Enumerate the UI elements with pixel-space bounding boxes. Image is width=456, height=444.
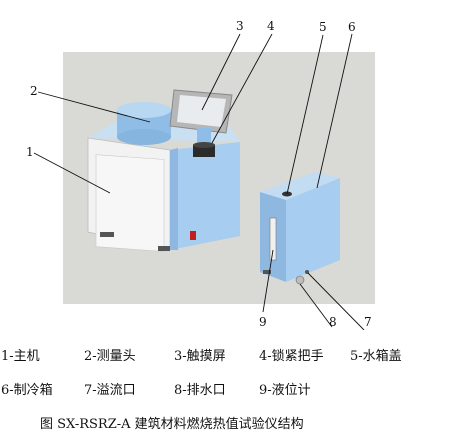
- level-gauge-window: [269, 217, 277, 261]
- legend-item: 8-排水口: [174, 383, 226, 398]
- legend-item: 4-锁紧把手: [259, 349, 324, 364]
- leader-lines: [33, 33, 365, 331]
- touch-screen: [169, 89, 233, 146]
- callout-6: 6: [348, 20, 356, 34]
- legend-item: 6-制冷箱: [1, 383, 53, 398]
- callout-4: 4: [267, 19, 275, 33]
- callout-1b: 1: [26, 145, 34, 159]
- legend-row-1: 1-主机 2-测量头 3-触摸屏 4-锁紧把手 5-水箱盖: [0, 345, 456, 364]
- callout-5: 5: [319, 20, 327, 34]
- apparatus-illustration: 2 1 3 4 5 6 7 8 9: [26, 19, 375, 331]
- legend-item: 2-测量头: [84, 349, 136, 364]
- cooling-box: [260, 172, 340, 285]
- measuring-head: [117, 102, 171, 145]
- apparatus-figure: 2 1 3 4 5 6 7 8 9: [26, 19, 375, 331]
- legend-item: 9-液位计: [259, 383, 311, 398]
- callout-9: 9: [259, 315, 267, 329]
- figure-caption: 图 SX-RSRZ-A 建筑材料燃烧热值试验仪结构: [40, 417, 304, 432]
- callout-1: 2: [30, 84, 38, 98]
- legend-item: 3-触摸屏: [174, 349, 226, 364]
- locking-handle: [193, 142, 215, 157]
- legend-item: 5-水箱盖: [350, 349, 402, 364]
- callout-8: 8: [329, 315, 337, 329]
- power-switch: [190, 231, 196, 240]
- legend-item: 7-溢流口: [84, 383, 136, 398]
- callout-7: 7: [364, 315, 372, 329]
- legend-item: 1-主机: [1, 349, 40, 364]
- legend-row-2: 6-制冷箱 7-溢流口 8-排水口 9-液位计: [0, 379, 456, 398]
- callout-3: 3: [236, 19, 244, 33]
- drain-outlet: [295, 275, 305, 285]
